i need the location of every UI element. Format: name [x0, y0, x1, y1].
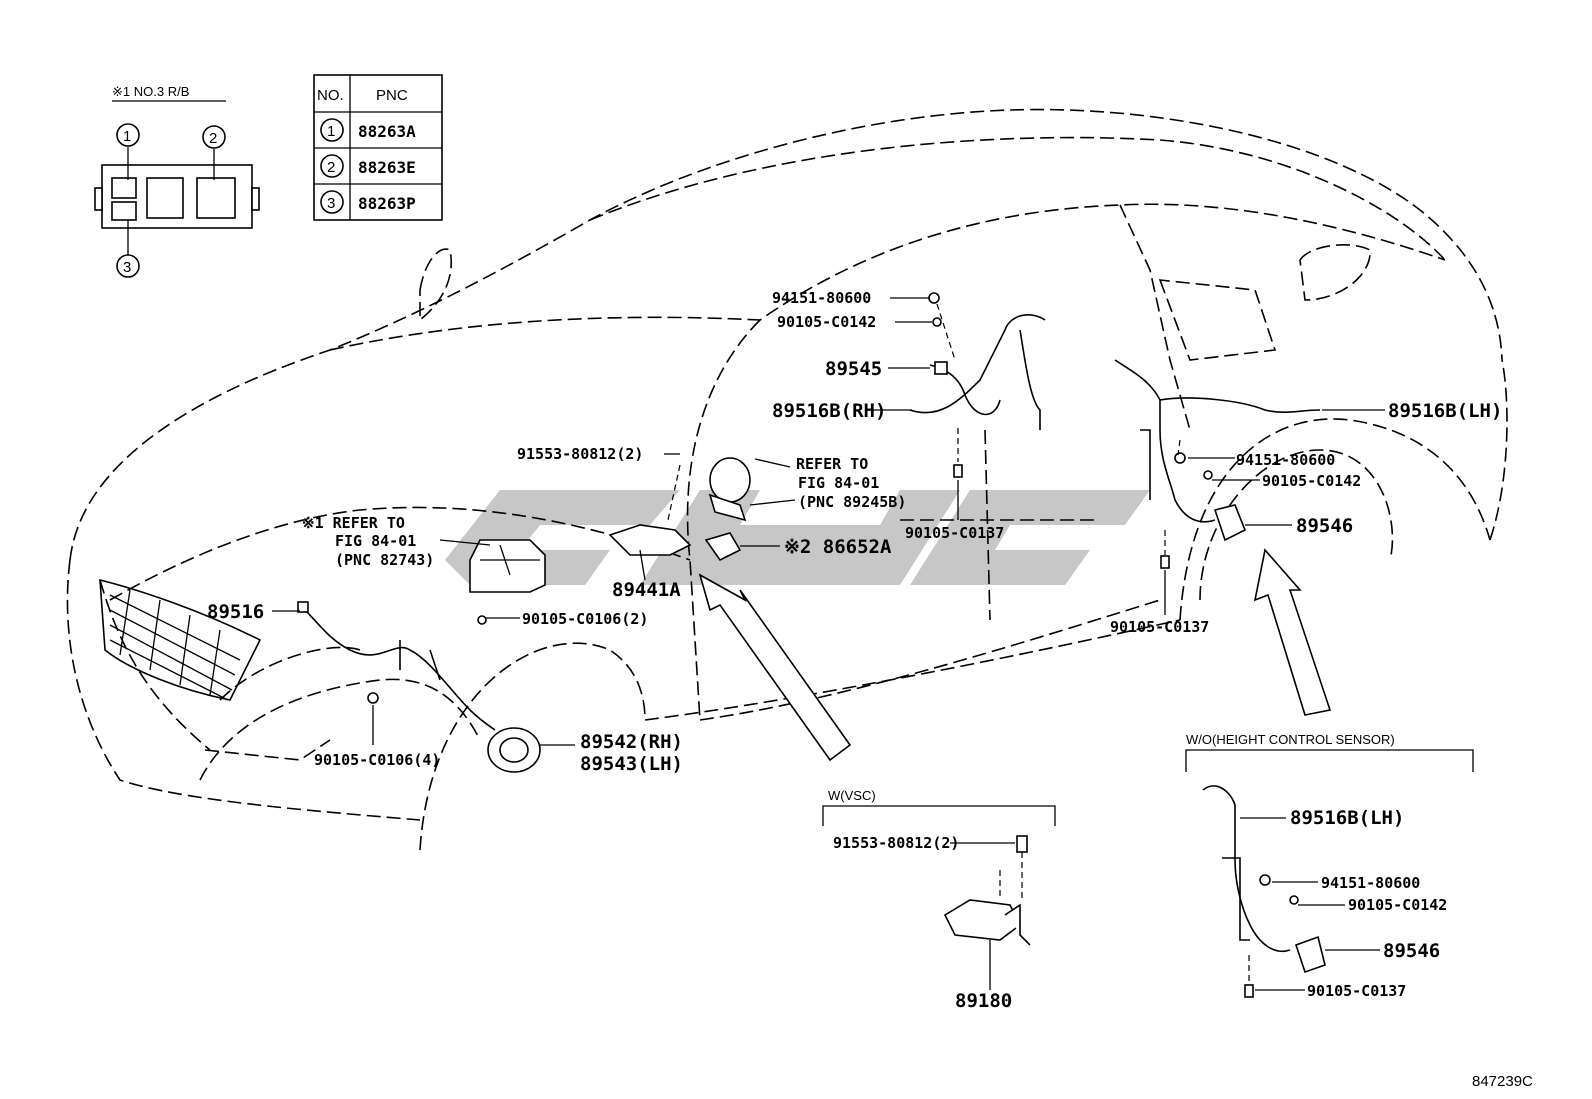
relay-box-title: ※1 NO.3 R/B — [112, 84, 189, 99]
inset-height-bolt-label: 90105-C0142 — [1348, 896, 1447, 914]
part-label-89543-lh: 89543(LH) — [580, 753, 683, 775]
pnc-82743-label: (PNC 82743) — [335, 551, 434, 569]
table-row-no: 2 — [327, 159, 335, 176]
steering-angle-sensor — [608, 457, 751, 562]
front-grille — [99, 578, 262, 701]
inset-vsc-title: W(VSC) — [828, 788, 876, 803]
table-row-no: 3 — [327, 195, 335, 212]
part-label-91553-80812: 91553-80812(2) — [517, 445, 643, 463]
inset-vsc-bolt-label: 91553-80812(2) — [833, 834, 959, 852]
view-arrow-front — [698, 573, 852, 762]
part-label-89441a: 89441A — [612, 579, 681, 601]
view-arrow-rear — [1253, 548, 1332, 716]
part-label-94151-80600-b: 94151-80600 — [1236, 451, 1335, 469]
inset-vsc — [822, 805, 1056, 990]
rear-harness-rh — [909, 292, 1046, 478]
pnc-table-header-pnc: PNC — [376, 87, 408, 104]
pnc-table-header-no: NO. — [317, 87, 344, 104]
inset-height-control — [1185, 749, 1474, 998]
figure-id: 847239C — [1472, 1073, 1533, 1090]
part-label-90105-c0142: 90105-C0142 — [777, 313, 876, 331]
part-label-89545: 89545 — [825, 358, 882, 380]
pnc-89245b-label: (PNC 89245B) — [798, 493, 906, 511]
part-label-86652a: ※2 86652A — [784, 536, 892, 558]
table-row-pnc: 88263A — [358, 122, 416, 141]
refer-to-label: REFER TO — [796, 455, 868, 473]
part-label-89546: 89546 — [1296, 515, 1353, 537]
refer-to-label-b: ※1 REFER TO — [302, 514, 405, 532]
table-row-no: 1 — [327, 123, 335, 140]
inset-height-nut-label: 94151-80600 — [1321, 874, 1420, 892]
inset-height-sensor-label: 89516B(LH) — [1290, 807, 1404, 829]
relay-box-drawing — [94, 100, 260, 278]
part-label-90105-c0137-b: 90105-C0137 — [1110, 618, 1209, 636]
part-label-90105-c0106-4: 90105-C0106(4) — [314, 751, 440, 769]
part-label-90105-c0106-2: 90105-C0106(2) — [522, 610, 648, 628]
rear-harness-lh — [1114, 359, 1321, 569]
callout-3: 3 — [123, 259, 131, 276]
fig-label-b: FIG 84-01 — [335, 532, 416, 550]
inset-vsc-unit-label: 89180 — [955, 990, 1012, 1012]
part-label-89516b-rh: 89516B(RH) — [772, 400, 886, 422]
yaw-rate-sensor — [469, 539, 546, 593]
table-row-pnc: 88263P — [358, 194, 416, 213]
part-label-90105-c0142-b: 90105-C0142 — [1262, 472, 1361, 490]
table-row-pnc: 88263E — [358, 158, 416, 177]
pnc-table — [313, 74, 443, 221]
part-label-90105-c0137: 90105-C0137 — [905, 524, 1004, 542]
leader-lines — [272, 297, 1385, 746]
callout-2: 2 — [209, 130, 217, 147]
callout-1: 1 — [123, 128, 131, 145]
part-label-89542-rh: 89542(RH) — [580, 731, 683, 753]
vehicle-outline — [66, 108, 1508, 851]
part-label-94151-80600: 94151-80600 — [772, 289, 871, 307]
inset-height-title: W/O(HEIGHT CONTROL SENSOR) — [1186, 732, 1395, 747]
part-label-89516: 89516 — [207, 601, 264, 623]
inset-height-link-label: 89546 — [1383, 940, 1440, 962]
inset-height-bolt2-label: 90105-C0137 — [1307, 982, 1406, 1000]
front-wheel-sensor-assembly — [297, 601, 541, 773]
part-label-89516b-lh: 89516B(LH) — [1388, 400, 1502, 422]
fig-label: FIG 84-01 — [798, 474, 879, 492]
